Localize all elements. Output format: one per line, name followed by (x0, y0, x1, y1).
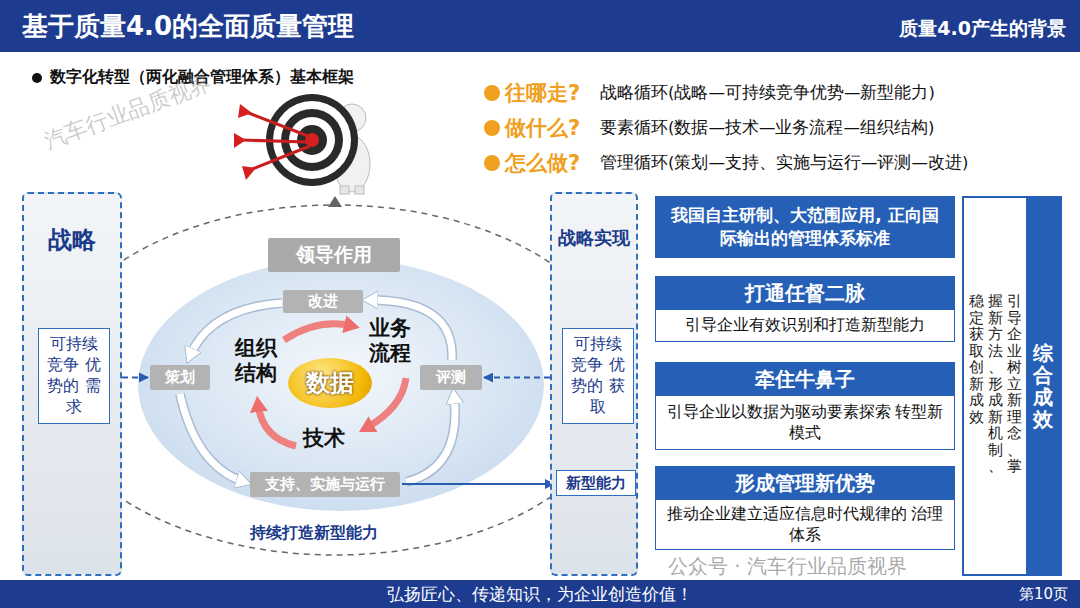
data-ellipse: 数据 (288, 358, 372, 408)
label-text: 往哪走? (505, 79, 580, 107)
connector (402, 483, 554, 485)
label-text: 管理循环(策划—支持、实施与运行—评测—改进) (600, 152, 968, 174)
benefit-card: 形成管理新优势推动企业建立适应信息时代规律的 治理体系 (655, 466, 955, 550)
support-box: 支持、实施与运行 (250, 472, 400, 497)
label-text: 业务 流程 (366, 316, 414, 366)
result-box: 引导企业树立新理念、掌握新方法、形成新机制、稳定获取创新成效综合成效 (962, 196, 1062, 576)
node-text: 数据 (306, 367, 354, 399)
bullet (484, 120, 500, 136)
node-text: 策划 (165, 368, 195, 387)
node-text: 综合成效 (1033, 342, 1053, 430)
node-text: 引导企业树立新理念、掌握新方法、形成新机制、稳定获取创新成效 (969, 293, 1022, 479)
node-text: 形成管理新优势 (655, 466, 955, 500)
label-text: 要素循环(数据—技术—业务流程—组织结构) (600, 117, 934, 139)
label-text: 做什么? (505, 114, 580, 142)
benefit-card: 打通任督二脉引导企业有效识别和打造新型能力 (655, 276, 955, 342)
node-text: 评测 (436, 368, 466, 387)
footer-bar (0, 580, 1080, 608)
connector (484, 377, 560, 379)
ring-arrowhead (328, 196, 342, 207)
label-text: 技术 (303, 424, 345, 452)
leadership-box: 领导作用 (268, 238, 400, 272)
node-text: 引导企业以数据为驱动要素探索 转型新模式 (655, 396, 955, 450)
standard-box: 我国自主研制、大范围应用, 正向国际输出的管理体系标准 (655, 196, 955, 258)
node-text: 领导作用 (296, 242, 372, 268)
node-text: 支持、实施与运行 (265, 475, 385, 494)
strategy-panel: 战略可持续 竞争 优势的 需求 (22, 192, 122, 576)
label-text: 质量4.0产生的背景 (899, 16, 1066, 42)
improve-box: 改进 (283, 290, 363, 313)
label-text: 战略循环(战略—可持续竞争优势—新型能力) (600, 82, 935, 104)
title-bar (0, 0, 1080, 52)
node-text: 引导企业有效识别和打造新型能力 (655, 310, 955, 342)
capability-box: 新型能力 (556, 470, 636, 496)
node-text: 我国自主研制、大范围应用, 正向国际输出的管理体系标准 (665, 204, 945, 250)
node-text: 推动企业建立适应信息时代规律的 治理体系 (655, 500, 955, 550)
management-ellipse (136, 257, 546, 513)
label-text: 组织 结构 (232, 336, 280, 386)
label-text: 持续打造新型能力 (250, 523, 378, 544)
node-text: 新型能力 (566, 474, 626, 493)
target-figure (234, 94, 370, 194)
gain-box: 可持续 竞争 优势的 获取 (562, 328, 634, 424)
benefit-card: 牵住牛鼻子引导企业以数据为驱动要素探索 转型新模式 (655, 362, 955, 450)
label-text: 弘扬匠心、传递知识，为企业创造价值！ (300, 583, 780, 606)
node-text: 战略 (24, 224, 120, 256)
demand-box: 可持续 竞争 优势的 需求 (38, 328, 110, 424)
node-text: 打通任督二脉 (655, 276, 955, 310)
label-text: 第10页 (1019, 585, 1068, 604)
result-band: 综合成效 (1026, 198, 1060, 574)
node-text: 可持续 竞争 优势的 获取 (567, 334, 629, 417)
cycle-arrows (180, 300, 455, 482)
realization-panel: 战略实现可持续 竞争 优势的 获取新型能力 (550, 192, 638, 576)
bullet (484, 155, 500, 171)
node-text: 可持续 竞争 优势的 需求 (43, 334, 105, 417)
node-text: 牵住牛鼻子 (655, 362, 955, 396)
label-text: 怎么做? (505, 149, 580, 177)
label-text: 公众号 · 汽车行业品质视界 (668, 553, 907, 580)
bullet (484, 85, 500, 101)
evaluate-box: 评测 (420, 365, 482, 390)
node-text: 战略实现 (552, 226, 636, 250)
plan-box: 策划 (150, 365, 210, 390)
bullet (32, 73, 42, 83)
cycle-dashed-ring (45, 205, 625, 555)
slide-title: 基于质量4.0的全面质量管理 (22, 9, 354, 44)
node-text: 改进 (308, 292, 338, 311)
